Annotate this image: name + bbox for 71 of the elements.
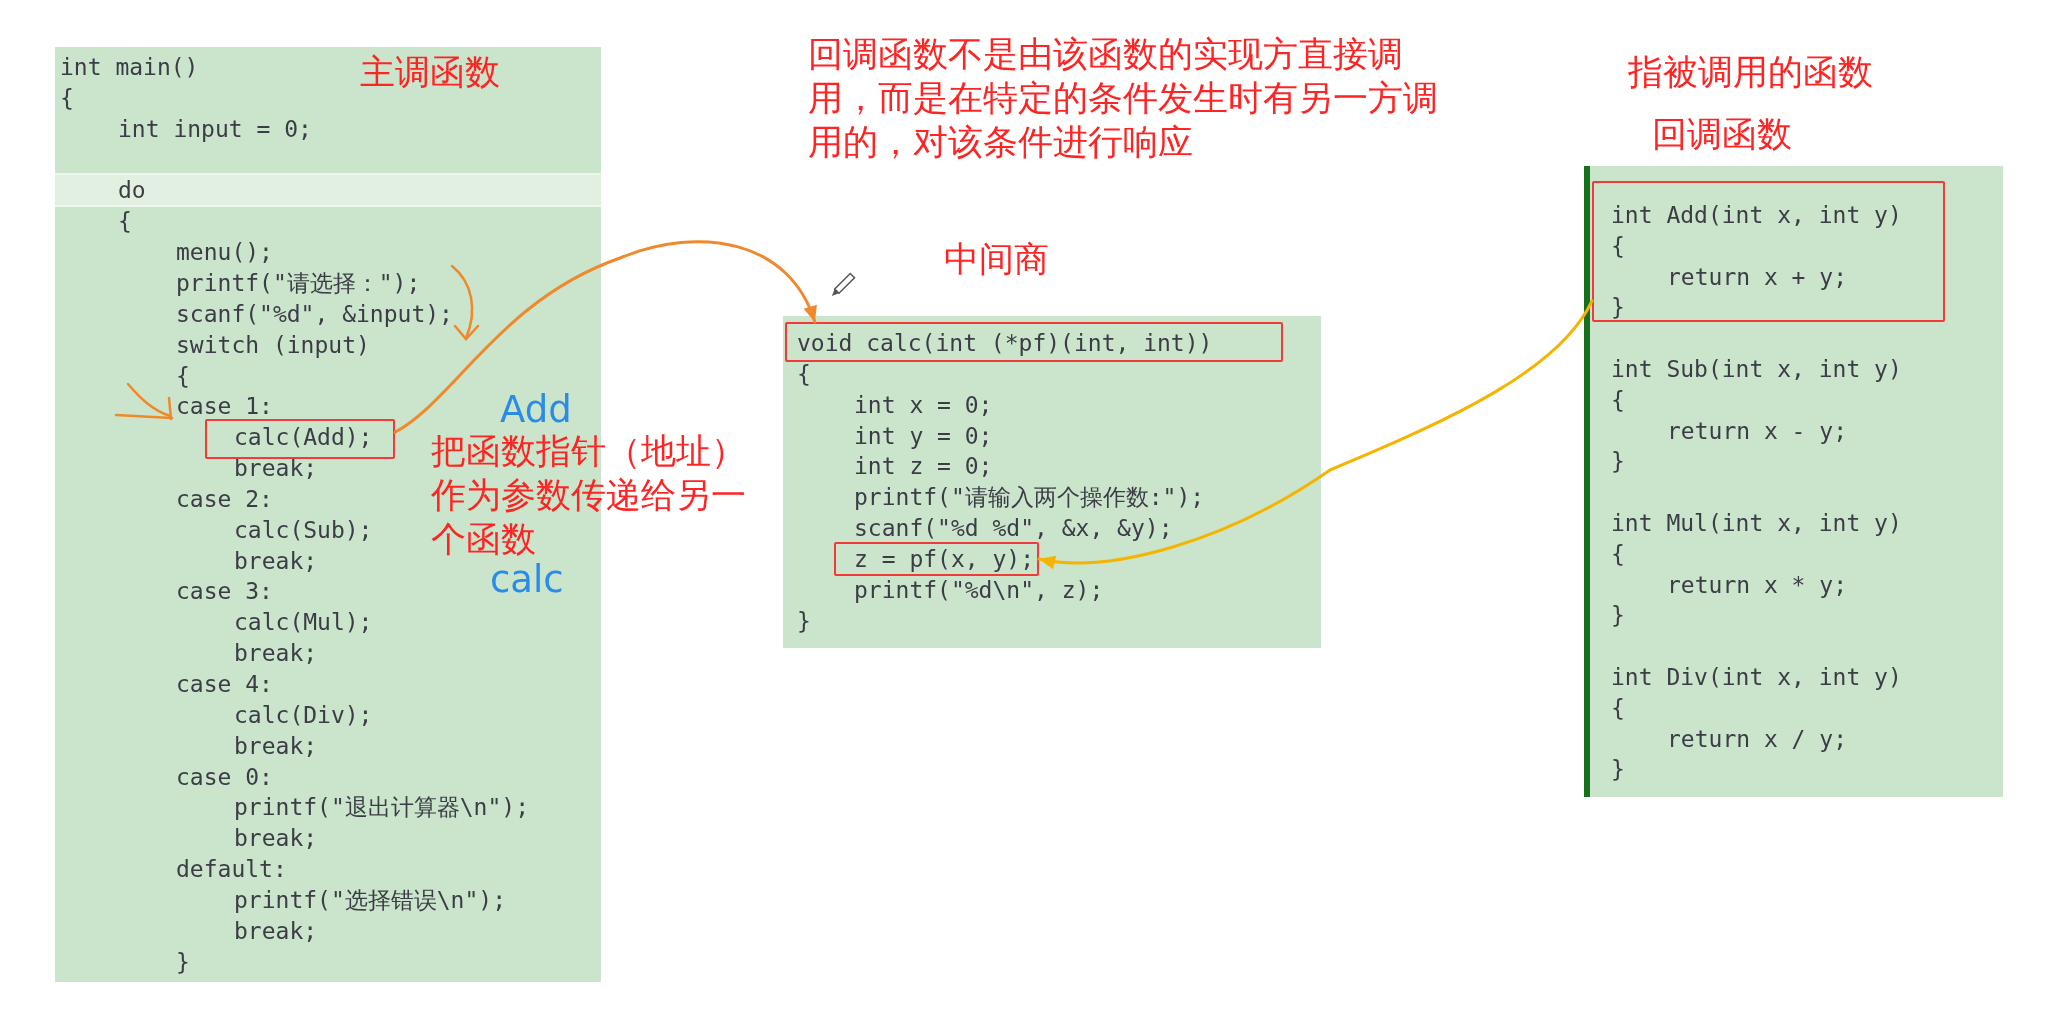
- code-line: break;: [234, 546, 318, 576]
- highlight-box: [1592, 181, 1945, 322]
- code-line: {: [60, 83, 74, 113]
- code-line: case 4:: [176, 670, 273, 699]
- code-line: int Mul(int x, int y): [1611, 509, 1902, 538]
- highlight-box: [834, 542, 1039, 576]
- code-line: {: [1611, 385, 1625, 415]
- code-line: case 1:: [176, 392, 273, 422]
- code-line: }: [1611, 293, 1625, 323]
- arrow: [393, 240, 817, 434]
- code-line: int Div(int x, int y): [1611, 663, 1902, 692]
- code-line: }: [176, 947, 190, 977]
- highlight-box: [785, 322, 1283, 362]
- code-line: scanf("%d", &input);: [176, 299, 453, 329]
- code-line: }: [797, 606, 811, 636]
- annotation-text: 回调函数不是由该函数的实现方直接调用，而是在特定的条件发生时有另一方调用的，对该条件进行响应: [808, 33, 1438, 164]
- code-panel: [1584, 166, 2003, 797]
- code-line: case 0:: [176, 762, 273, 792]
- code-line: return x + y;: [1667, 262, 1847, 292]
- code-line: z = pf(x, y);: [854, 544, 1034, 574]
- highlight-box: [205, 419, 395, 459]
- code-line: }: [1611, 755, 1625, 785]
- annotation-text: 回调函数: [1652, 113, 1792, 156]
- code-line: int y = 0;: [854, 421, 993, 451]
- code-line: return x - y;: [1667, 416, 1847, 446]
- code-line: {: [797, 359, 811, 389]
- annotation-text: 主调函数: [360, 51, 500, 94]
- code-line: printf("选择错误\n");: [234, 885, 506, 915]
- code-line: break;: [234, 454, 318, 484]
- code-line: case 3:: [176, 577, 273, 607]
- arrow: [1037, 299, 1594, 569]
- code-line: int z = 0;: [854, 452, 993, 482]
- annotation-text: 中间商: [944, 238, 1049, 281]
- code-line: {: [176, 361, 190, 391]
- code-line: break;: [234, 731, 318, 761]
- code-line: calc(Add);: [234, 423, 373, 453]
- code-line: int main(): [60, 53, 199, 82]
- code-line: {: [1611, 231, 1625, 261]
- code-line: default:: [176, 855, 287, 885]
- code-line: {: [1611, 539, 1625, 569]
- code-line: printf("请输入两个操作数:");: [854, 483, 1205, 513]
- code-line: break;: [234, 916, 318, 946]
- code-line: {: [118, 207, 132, 237]
- code-line: calc(Div);: [234, 700, 373, 730]
- code-line: return x * y;: [1667, 570, 1847, 600]
- code-line: scanf("%d %d", &x, &y);: [854, 514, 1173, 544]
- code-line: break;: [234, 824, 318, 854]
- annotation-text: Add: [500, 388, 572, 432]
- code-line: case 2:: [176, 484, 273, 514]
- code-line: void calc(int (*pf)(int, int)): [797, 329, 1213, 358]
- code-panel: [783, 316, 1321, 648]
- code-line: do: [118, 176, 146, 206]
- code-line: }: [1611, 601, 1625, 631]
- code-line: printf("%d\n", z);: [854, 575, 1104, 605]
- code-line: int Add(int x, int y): [1611, 201, 1902, 230]
- code-line: calc(Sub);: [234, 515, 373, 545]
- code-line: int Sub(int x, int y): [1611, 355, 1902, 384]
- annotation-text: 指被调用的函数: [1628, 51, 1873, 94]
- code-line: calc(Mul);: [234, 608, 373, 638]
- code-line: int input = 0;: [118, 114, 312, 144]
- code-line: printf("退出计算器\n");: [234, 793, 529, 823]
- code-line: {: [1611, 693, 1625, 723]
- code-line: }: [1611, 447, 1625, 477]
- code-line: printf("请选择：");: [176, 268, 421, 298]
- code-line: break;: [234, 639, 318, 669]
- code-line: switch (input): [176, 330, 370, 360]
- annotation-text: calc: [490, 558, 564, 602]
- code-line: return x / y;: [1667, 724, 1847, 754]
- code-line: int x = 0;: [854, 390, 993, 420]
- annotation-text: 把函数指针（地址）作为参数传递给另一个函数: [431, 430, 747, 561]
- code-line: menu();: [176, 238, 273, 268]
